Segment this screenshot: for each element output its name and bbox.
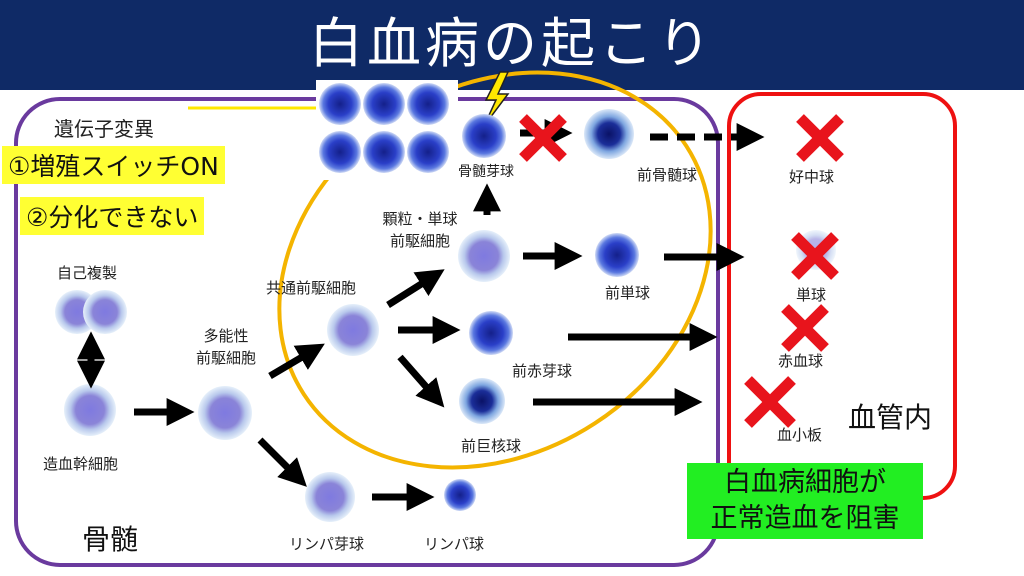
bone-marrow-label: 骨髄 bbox=[82, 523, 139, 556]
label-self-renewal: 自己複製 bbox=[57, 264, 118, 282]
block-mark-rbc bbox=[781, 304, 829, 352]
label-neutrophil: 好中球 bbox=[789, 168, 835, 186]
block-mark-neutrophil bbox=[796, 114, 844, 162]
block-mark-platelet bbox=[744, 376, 796, 428]
cell-self-renewal bbox=[55, 290, 127, 334]
leukemia-note-line2: 正常造血を阻害 bbox=[710, 503, 900, 534]
label-gmp-line1: 顆粒・単球 bbox=[382, 210, 458, 228]
lightning-icon bbox=[483, 71, 510, 127]
label-mpp-line2: 前駆細胞 bbox=[195, 349, 256, 367]
label-promonocyte: 前単球 bbox=[605, 284, 651, 302]
mutation-point-proliferation: ①増殖スイッチON bbox=[2, 146, 225, 184]
cell-promonocyte bbox=[595, 233, 639, 277]
cell-mpp bbox=[198, 386, 252, 440]
arrow-mpp-lymphoblast bbox=[257, 437, 307, 487]
mutation-heading: 遺伝子変異 bbox=[54, 117, 154, 141]
cell-hsc bbox=[64, 384, 116, 436]
label-rbc: 赤血球 bbox=[778, 352, 824, 370]
block-mark-myeloblast bbox=[519, 114, 567, 162]
label-platelet: 血小板 bbox=[777, 426, 823, 444]
label-lymphoblast: リンパ芽球 bbox=[289, 535, 365, 553]
leukemic-blast-cluster bbox=[316, 80, 458, 180]
cell-lymphoblast bbox=[305, 472, 355, 522]
label-mpp: 多能性 前駆細胞 bbox=[186, 327, 266, 367]
label-proerythroblast: 前赤芽球 bbox=[512, 362, 573, 380]
cell-myeloblast bbox=[462, 114, 506, 158]
leukemia-note: 白血病細胞が 正常造血を阻害 bbox=[687, 463, 923, 539]
label-myeloblast: 骨髄芽球 bbox=[458, 164, 514, 180]
arrow-cmp-mega bbox=[397, 354, 445, 408]
label-gmp-line2: 前駆細胞 bbox=[389, 232, 450, 250]
label-gmp: 顆粒・単球 前駆細胞 bbox=[368, 210, 472, 250]
cell-lymphocyte bbox=[444, 479, 476, 511]
label-hsc: 造血幹細胞 bbox=[43, 455, 119, 473]
block-mark-monocyte bbox=[791, 232, 839, 280]
label-lymphocyte: リンパ球 bbox=[424, 535, 485, 553]
label-cmp: 共通前駆細胞 bbox=[266, 279, 357, 297]
page-title: 白血病の起こり bbox=[309, 12, 715, 75]
cell-megakaryoblast bbox=[459, 378, 505, 424]
mutation-point-differentiation: ②分化できない bbox=[20, 197, 205, 235]
cell-cmp bbox=[327, 304, 379, 356]
label-megakaryoblast: 前巨核球 bbox=[461, 437, 522, 455]
arrow-cmp-gmp bbox=[386, 269, 445, 308]
arrow-mpp-cmp bbox=[268, 343, 325, 380]
label-mpp-line1: 多能性 bbox=[203, 327, 249, 345]
cell-gmp bbox=[458, 230, 510, 282]
cell-promyelocyte bbox=[584, 109, 634, 159]
leukemia-note-line1: 白血病細胞が bbox=[724, 467, 886, 498]
label-monocyte: 単球 bbox=[796, 286, 827, 304]
cell-proerythroblast bbox=[469, 311, 513, 355]
blood-vessel-label: 血管内 bbox=[848, 401, 933, 434]
label-promyelocyte: 前骨髄球 bbox=[637, 166, 698, 184]
